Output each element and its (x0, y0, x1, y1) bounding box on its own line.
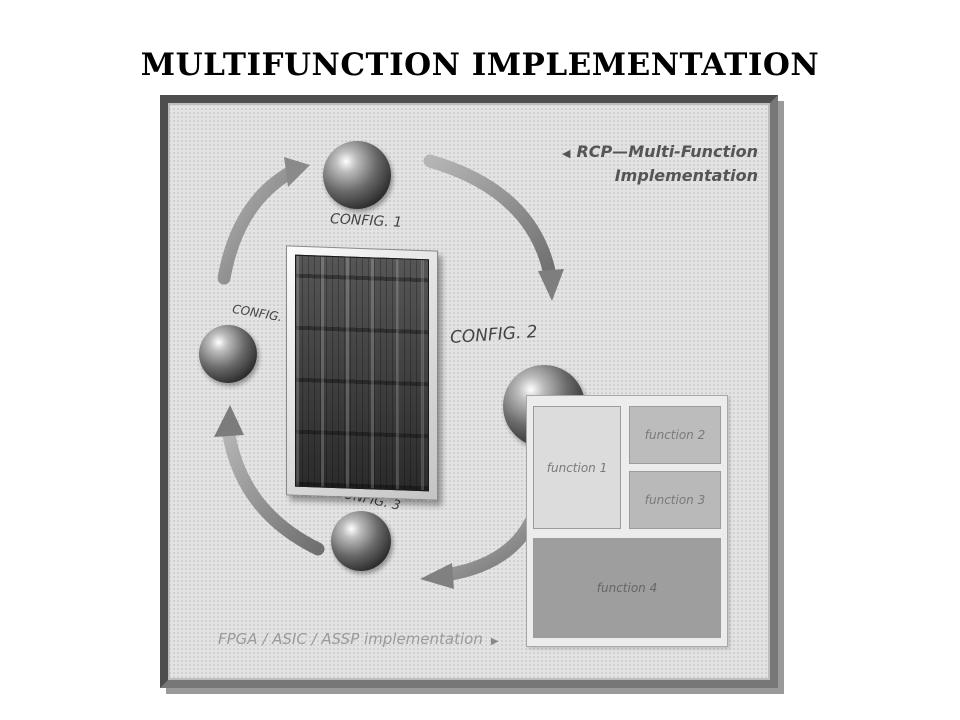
rcp-label: ◀ RCP—Multi-Function Implementation (538, 141, 758, 187)
diagram-frame: ◀RCP—Multi-Function Implementation CONFI… (160, 95, 778, 688)
chip-die (295, 254, 429, 492)
arrow-config3-to-config4 (214, 405, 325, 556)
arrow-config4-to-config1 (217, 157, 310, 285)
rcp-label-line1: ◀ RCP—Multi-Function (538, 141, 758, 165)
config3-sphere-icon (331, 511, 391, 571)
rcp-label-text1: RCP—Multi-Function (576, 142, 758, 161)
rcp-label-line2: Implementation (614, 166, 758, 185)
config1-sphere-icon (323, 141, 391, 209)
arrow-config1-to-config2 (423, 154, 564, 301)
function-2-block: function 2 (629, 406, 721, 464)
fpga-label: FPGA / ASIC / ASSP implementation ▶ (218, 630, 499, 648)
function-1-block: function 1 (533, 406, 621, 529)
rcp-chip-icon (286, 245, 438, 501)
function-3-block: function 3 (629, 471, 721, 529)
triangle-left-icon: ◀ (561, 147, 571, 160)
function-4-block: function 4 (533, 538, 721, 638)
cycle-arrows (214, 154, 564, 589)
config4-sphere-icon (199, 325, 257, 383)
function-blocks-panel: function 1 function 2 function 3 functio… (526, 395, 728, 647)
slide-title: MULTIFUNCTION IMPLEMENTATION (140, 46, 820, 83)
arrow-config2-to-config3 (420, 516, 537, 589)
triangle-right-icon: ▶ (490, 636, 499, 647)
fpga-label-text: FPGA / ASIC / ASSP implementation (218, 630, 483, 648)
